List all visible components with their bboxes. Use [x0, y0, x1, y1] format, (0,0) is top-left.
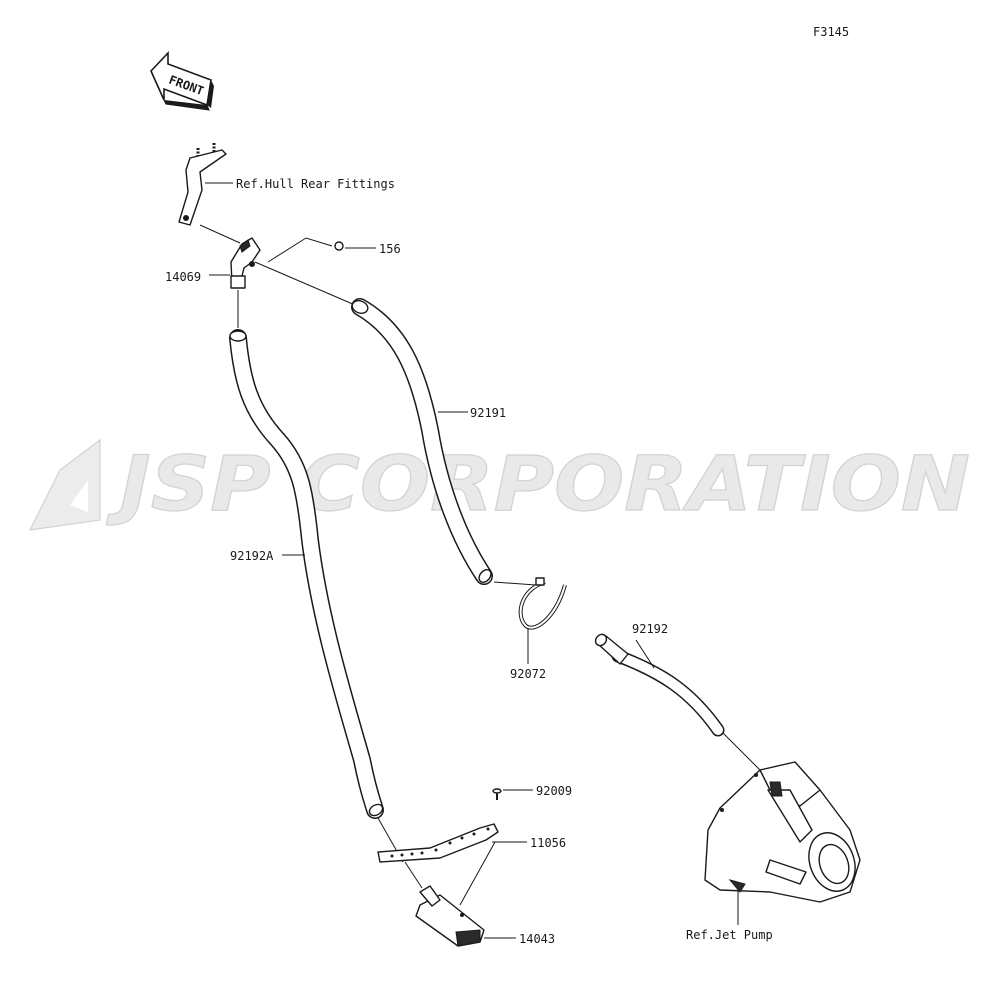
clamp-92072 [518, 577, 567, 630]
label-jet-pump: Ref.Jet Pump [686, 928, 773, 942]
bracket-11056 [377, 823, 499, 863]
label-92072: 92072 [510, 667, 546, 681]
figure-id: F3145 [813, 25, 849, 39]
watermark: JSP CORPORATION [28, 438, 971, 531]
screw-92009 [492, 788, 502, 800]
label-92009: 92009 [536, 784, 572, 798]
label-14043: 14043 [519, 932, 555, 946]
label-14069: 14069 [165, 270, 201, 284]
label-92191: 92191 [470, 406, 506, 420]
fitting-14043 [415, 885, 485, 947]
label-92192A: 92192A [230, 549, 274, 563]
front-arrow-icon: FRONT [150, 50, 214, 111]
watermark-text: JSP CORPORATION [106, 439, 970, 528]
jet-pump [704, 761, 861, 903]
clip-156 [334, 241, 344, 251]
label-92192: 92192 [632, 622, 668, 636]
label-156: 156 [379, 242, 401, 256]
hull-rear-fitting-bracket [178, 143, 227, 226]
label-11056: 11056 [530, 836, 566, 850]
label-hull-rear-fittings: Ref.Hull Rear Fittings [236, 177, 395, 191]
hose-92192 [594, 633, 725, 737]
fitting-14069 [230, 237, 261, 289]
